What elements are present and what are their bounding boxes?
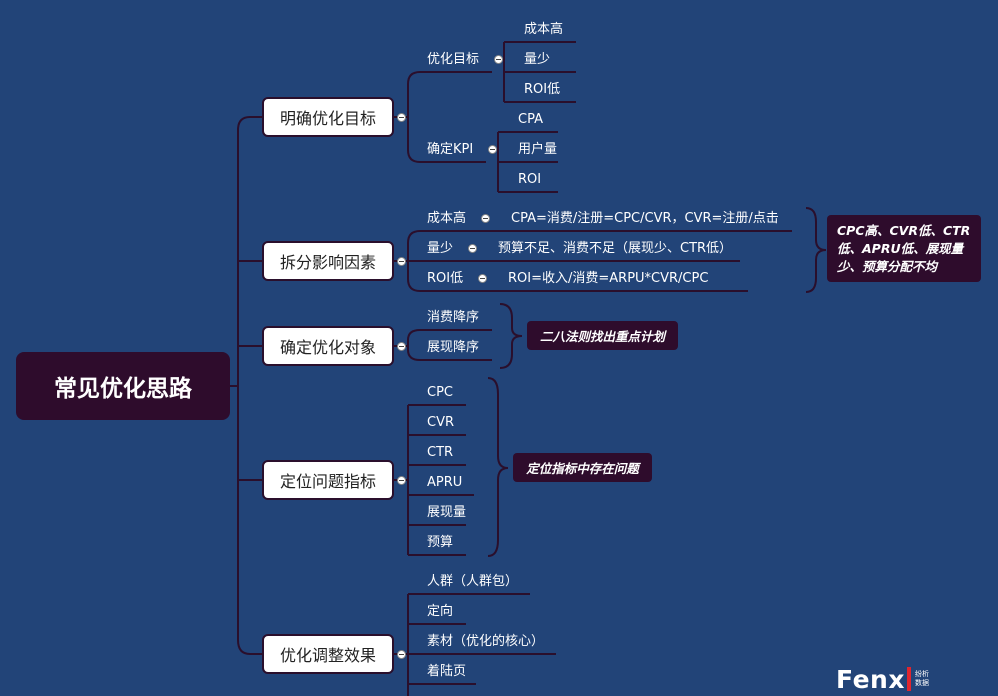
connector-line: [237, 639, 262, 655]
connector-line: [407, 149, 486, 163]
brand-bar-icon: [906, 667, 911, 691]
group-label-goal[interactable]: 优化目标: [427, 52, 480, 67]
collapse-toggle-icon[interactable]: [397, 650, 406, 659]
summary-note[interactable]: 定位指标中存在问题: [513, 453, 652, 482]
list-item[interactable]: 消费降序: [427, 310, 480, 325]
list-item[interactable]: CPA: [518, 112, 543, 127]
list-item[interactable]: 展现降序: [427, 340, 480, 355]
collapse-toggle-icon[interactable]: [494, 55, 503, 64]
list-item[interactable]: APRU: [427, 475, 463, 490]
list-item[interactable]: 用户量: [518, 142, 558, 157]
connector-line: [407, 329, 492, 341]
list-item[interactable]: CPC: [427, 385, 453, 400]
list-item[interactable]: 人群（人群包）: [427, 574, 519, 589]
connector-line: [407, 340, 492, 361]
branch-node-clarify-goal[interactable]: 明确优化目标: [262, 97, 394, 137]
branch-node-split-factors[interactable]: 拆分影响因素: [262, 241, 394, 281]
list-item[interactable]: 素材（优化的核心）: [427, 634, 545, 649]
factor-detail[interactable]: CPA=消费/注册=CPC/CVR，CVR=注册/点击: [511, 211, 779, 226]
list-item[interactable]: CTR: [427, 445, 454, 460]
connector-line: [407, 230, 792, 244]
branch-node-target-object[interactable]: 确定优化对象: [262, 326, 394, 366]
collapse-toggle-icon[interactable]: [478, 274, 487, 283]
list-item[interactable]: 量少: [524, 52, 551, 67]
collapse-toggle-icon[interactable]: [397, 113, 406, 122]
factor-detail[interactable]: ROI=收入/消费=ARPU*CVR/CPC: [508, 271, 709, 286]
factor-label[interactable]: 量少: [427, 241, 454, 256]
brace-line: [487, 377, 509, 557]
summary-note[interactable]: 二八法则找出重点计划: [527, 321, 678, 350]
connector-line: [407, 278, 748, 292]
connector-line: [407, 71, 492, 85]
list-item[interactable]: 成本高: [524, 22, 564, 37]
list-item[interactable]: CVR: [427, 415, 455, 430]
factor-label[interactable]: 成本高: [427, 211, 467, 226]
brand-logo: Fenx 纷析数据: [836, 664, 935, 694]
list-item[interactable]: 定向: [427, 604, 454, 619]
collapse-toggle-icon[interactable]: [397, 257, 406, 266]
list-item[interactable]: ROI低: [524, 82, 561, 97]
brace-line: [805, 207, 827, 293]
branch-node-locate-metrics[interactable]: 定位问题指标: [262, 460, 394, 500]
group-label-kpi[interactable]: 确定KPI: [427, 142, 474, 157]
collapse-toggle-icon[interactable]: [397, 342, 406, 351]
summary-note[interactable]: CPC高、CVR低、CTR低、APRU低、展现量少、预算分配不均: [827, 215, 981, 282]
connector-line: [237, 116, 262, 131]
list-item[interactable]: 着陆页: [427, 664, 467, 679]
factor-detail[interactable]: 预算不足、消费不足（展现少、CTR低）: [498, 241, 733, 256]
collapse-toggle-icon[interactable]: [468, 244, 477, 253]
brand-tagline: 纷析数据: [914, 670, 929, 687]
collapse-toggle-icon[interactable]: [481, 214, 490, 223]
root-node[interactable]: 常见优化思路: [16, 352, 230, 420]
branch-node-adjust-effect[interactable]: 优化调整效果: [262, 634, 394, 674]
brace-line: [499, 303, 523, 369]
collapse-toggle-icon[interactable]: [397, 476, 406, 485]
brand-name: Fenx: [836, 664, 905, 694]
list-item[interactable]: 展现量: [427, 505, 467, 520]
collapse-toggle-icon[interactable]: [488, 145, 497, 154]
list-item[interactable]: ROI: [518, 172, 542, 187]
factor-label[interactable]: ROI低: [427, 271, 464, 286]
list-item[interactable]: 预算: [427, 535, 454, 550]
